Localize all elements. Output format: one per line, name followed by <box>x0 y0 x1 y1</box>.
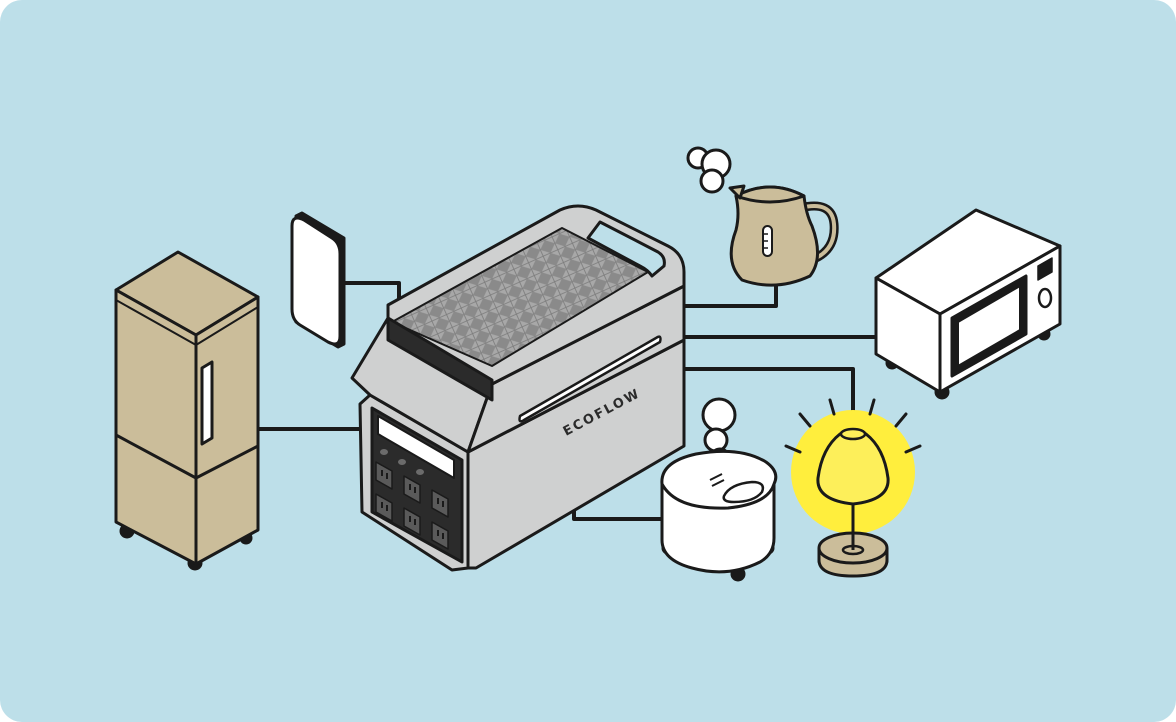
ac-outlets <box>375 461 449 550</box>
lamp-icon <box>784 398 922 578</box>
power-station-icon: ECOFLOW <box>350 204 686 572</box>
refrigerator-icon <box>114 250 260 571</box>
tablet-light-icon <box>290 211 346 349</box>
kettle-icon <box>686 146 839 287</box>
connection-cables <box>258 281 878 521</box>
steam-icon <box>686 146 732 194</box>
cable-kettle <box>684 284 778 308</box>
microwave-icon <box>874 208 1062 400</box>
humidifier-icon <box>660 397 778 582</box>
cable-lamp <box>684 367 855 416</box>
light-rays <box>784 398 922 454</box>
